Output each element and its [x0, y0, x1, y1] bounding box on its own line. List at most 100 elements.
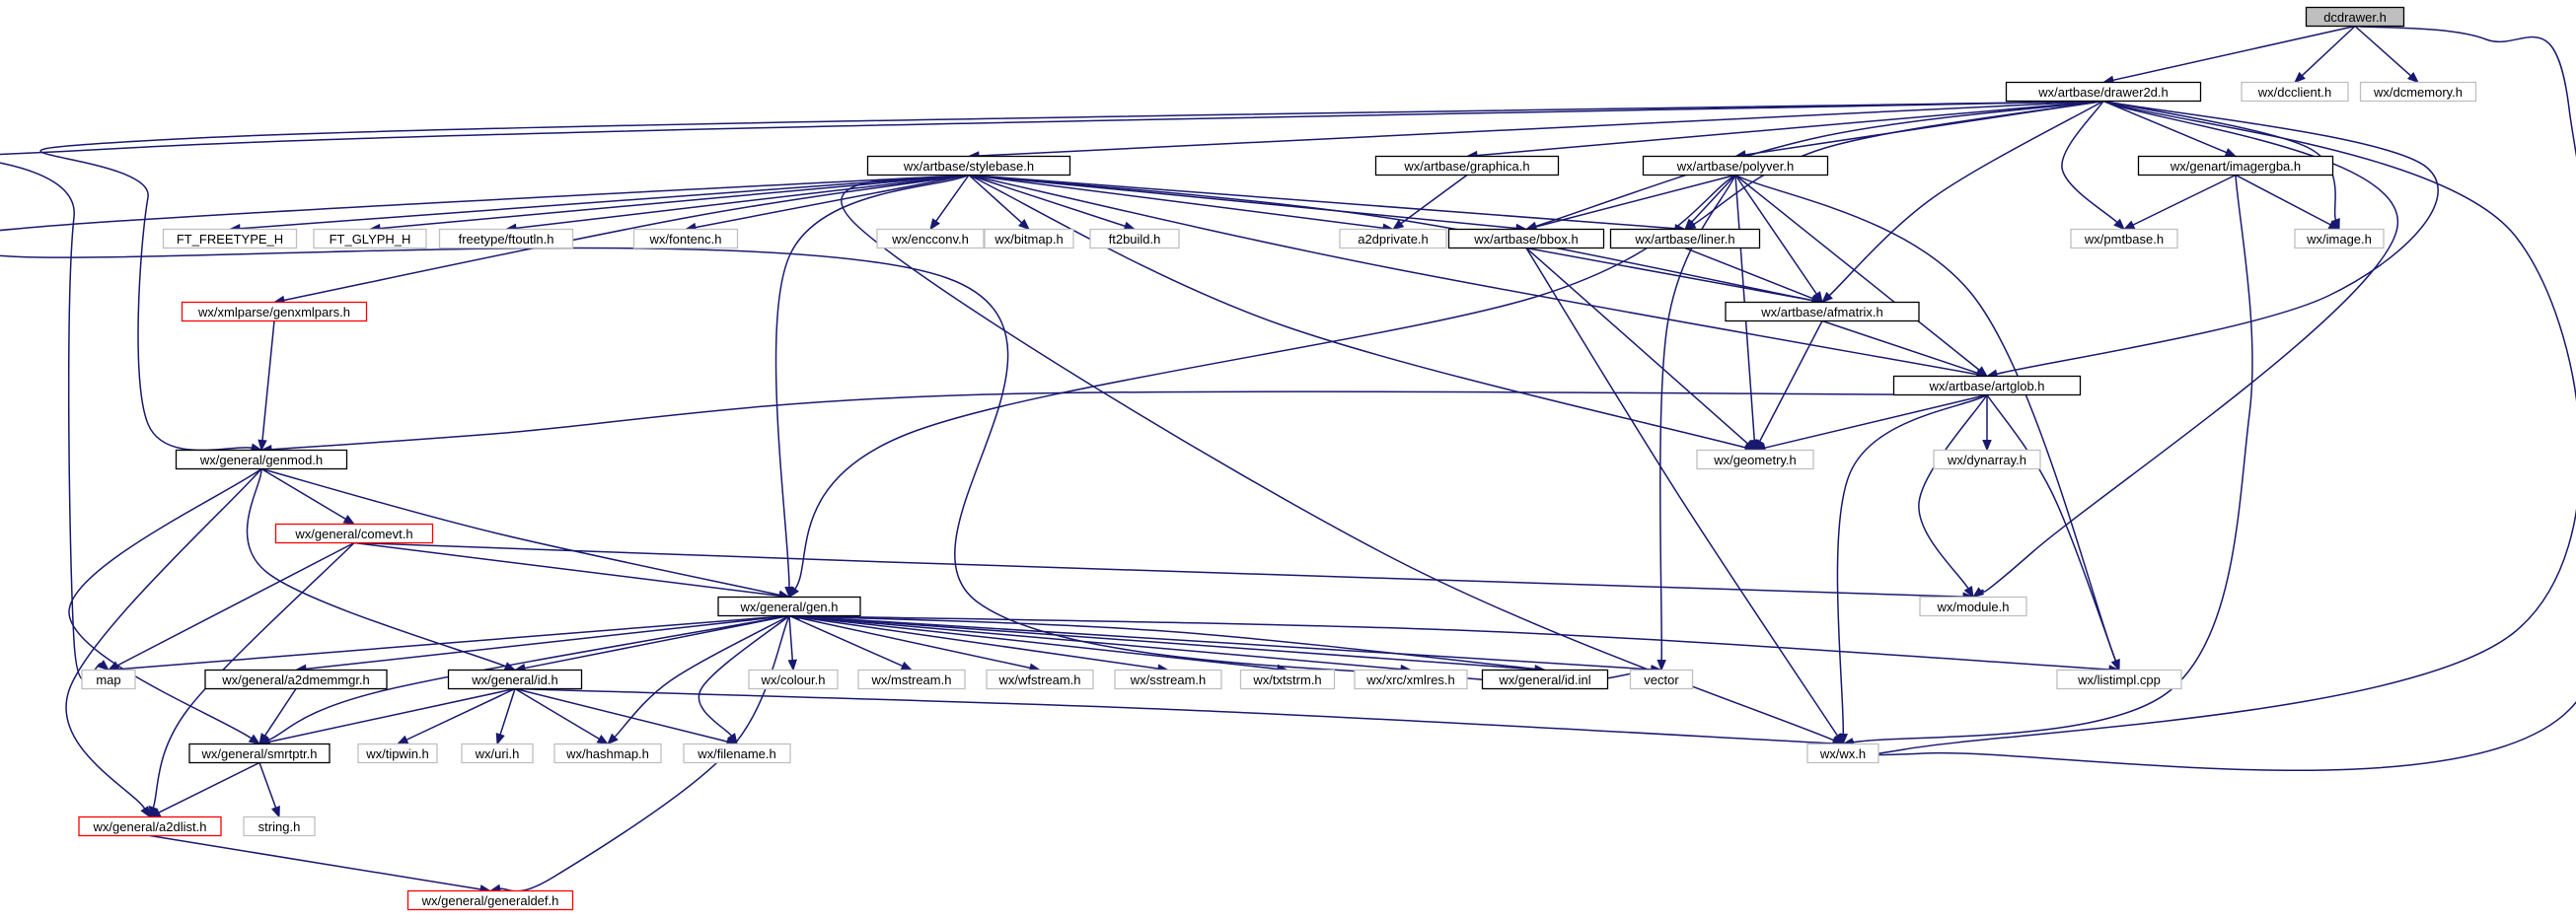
node-box	[1933, 449, 2041, 470]
edge-artglob-to-listimpl	[1986, 394, 2117, 662]
edge-stylebase-to-encconv	[935, 175, 970, 222]
edge-stylebase-to-fontenc	[695, 174, 970, 229]
graph-node: wx/module.h	[1919, 596, 2027, 617]
arrowhead-genmod-to-comevt	[342, 515, 356, 526]
graph-node[interactable]: wx/general/a2dmemmgr.h	[204, 669, 388, 690]
node-label: wx/artbase/bbox.h	[1473, 232, 1579, 247]
graph-node[interactable]: wx/artbase/artglob.h	[1892, 375, 2082, 396]
arrowhead-artglob-to-wxwx	[1838, 733, 1849, 745]
graph-node[interactable]: wx/artbase/graphica.h	[1374, 155, 1560, 177]
node-box	[1374, 155, 1560, 177]
node-box	[1725, 301, 1920, 322]
edge-bbox-to-afmatrix	[1525, 247, 1813, 302]
edge-stylebase-to-ftoutln	[515, 174, 970, 230]
graph-node[interactable]: wx/general/id.h	[447, 669, 583, 690]
edge-artglob-to-module	[1918, 394, 1988, 590]
edge-bbox-to-geometry	[1525, 247, 1749, 445]
graph-node[interactable]: wx/general/genmod.h	[175, 449, 348, 470]
edge-drawer2d-to-map	[0, 100, 2104, 681]
edge-idh-to-uri	[499, 688, 516, 736]
edge-imagergba-to-pmtbase	[2132, 174, 2237, 226]
node-label: wx/mstream.h	[871, 672, 952, 687]
graph-node: wx/image.h	[2294, 228, 2385, 249]
graph-node[interactable]: wx/general/gen.h	[717, 596, 861, 617]
node-label: wx/general/genmod.h	[199, 453, 323, 467]
arrowhead-idh-to-hashmap	[596, 735, 610, 745]
node-label: FT_FREETYPE_H	[177, 232, 283, 247]
graph-node: a2dprivate.h	[1339, 228, 1447, 249]
node-label: wx/hashmap.h	[565, 746, 649, 761]
graph-node: wx/bitmap.h	[984, 228, 1074, 249]
arrowhead-stylebase-to-bitmap	[1018, 218, 1030, 231]
node-box	[876, 228, 985, 249]
graph-node: dcdrawer.h	[2305, 6, 2405, 28]
edge-artglob-to-genmod	[270, 390, 1988, 451]
arrowhead-polyver-to-liner	[1684, 218, 1696, 231]
edge-gen-to-listimpl	[788, 614, 2110, 671]
edge-a2dlist-to-generaldef	[149, 834, 481, 890]
graph-node[interactable]: wx/genart/imagergba.h	[2137, 155, 2334, 177]
graph-node[interactable]: wx/artbase/stylebase.h	[866, 155, 1071, 177]
arrowhead-dcdrawer-to-dcclient	[2294, 71, 2306, 84]
edge-genxmlpars-to-genmod	[261, 320, 275, 441]
node-box	[717, 596, 861, 617]
node-box	[2294, 228, 2385, 249]
node-label: wx/module.h	[1937, 600, 2010, 614]
graph-node[interactable]: wx/general/smrtptr.h	[188, 743, 331, 764]
node-label: wx/xmlparse/genxmlpars.h	[197, 305, 350, 319]
node-box	[81, 669, 136, 690]
edge-drawer2d-to-module	[1980, 100, 2398, 594]
edge-artglob-to-wxwx	[1836, 393, 1988, 735]
arrowhead-drawer2d-to-pmtbase	[2113, 218, 2125, 231]
edge-drawer2d-to-pmtbase	[2061, 101, 2118, 223]
node-box	[188, 743, 331, 764]
arrowhead-afmatrix-to-geometry	[1754, 438, 1765, 452]
node-box	[2359, 81, 2477, 103]
node-label: wx/geometry.h	[1713, 453, 1797, 467]
edge-stylebase-to-artglob	[968, 174, 1978, 376]
edge-idh-to-filename	[514, 687, 728, 743]
node-label: wx/dynarray.h	[1947, 453, 2026, 467]
graph-node: wx/general/comevt.h	[274, 523, 434, 544]
edge-stylebase-to-a2dprivate	[968, 174, 1384, 229]
node-box	[1919, 596, 2027, 617]
node-label: wx/bitmap.h	[994, 232, 1063, 247]
edge-dcdrawer-to-wxwx	[1847, 25, 2576, 771]
arrowhead-dcdrawer-to-dcmemory	[2407, 71, 2420, 84]
edge-gen-to-smrtptr	[267, 614, 790, 742]
edge-a2dmemmgr-to-smrtptr	[263, 688, 297, 737]
edge-gen-to-xmlres	[788, 614, 1402, 671]
edge-bbox-to-wxwx	[1525, 248, 1839, 737]
graph-node: FT_GLYPH_H	[313, 228, 427, 249]
edge-stylebase-to-vector	[0, 174, 1653, 684]
edge-idh-to-wxwx	[514, 687, 1834, 744]
graph-node[interactable]: wx/artbase/liner.h	[1609, 228, 1761, 249]
graph-node: wx/sstream.h	[1114, 669, 1222, 690]
edge-gen-to-vector	[788, 614, 1653, 671]
node-label: wx/general/gen.h	[739, 600, 838, 614]
graph-node: wx/txtstrm.h	[1239, 669, 1336, 690]
graph-node[interactable]: wx/artbase/drawer2d.h	[2005, 81, 2202, 103]
graph-node: wx/listimpl.cpp	[2056, 669, 2182, 690]
graph-node[interactable]: wx/artbase/bbox.h	[1447, 228, 1605, 249]
edge-stylebase-to-gen	[774, 174, 970, 588]
edge-smrtptr-to-string	[258, 762, 277, 809]
edge-dcdrawer-to-drawer2d	[2112, 25, 2356, 82]
edge-polyver-to-bbox	[1535, 174, 1736, 228]
arrowhead-idh-to-uri	[495, 733, 505, 745]
graph-node[interactable]: wx/artbase/afmatrix.h	[1725, 301, 1920, 322]
edge-gen-to-hashmap	[614, 614, 790, 738]
arrowhead-a2dmemmgr-to-smrtptr	[258, 733, 269, 745]
node-box	[866, 155, 1071, 177]
edge-drawer2d-to-graphica	[1476, 100, 2104, 157]
graph-node[interactable]: wx/general/id.inl	[1481, 669, 1609, 690]
node-box	[1114, 669, 1222, 690]
graph-node: wx/general/a2dlist.h	[78, 815, 222, 837]
graph-node[interactable]: wx/artbase/polyver.h	[1642, 155, 1829, 177]
edge-smrtptr-to-a2dlist	[158, 761, 260, 814]
graph-node: wx/hashmap.h	[553, 743, 662, 764]
node-box	[683, 743, 791, 764]
graph-node: FT_FREETYPE_H	[162, 228, 298, 249]
edge-graphica-to-a2dprivate	[1400, 174, 1468, 225]
